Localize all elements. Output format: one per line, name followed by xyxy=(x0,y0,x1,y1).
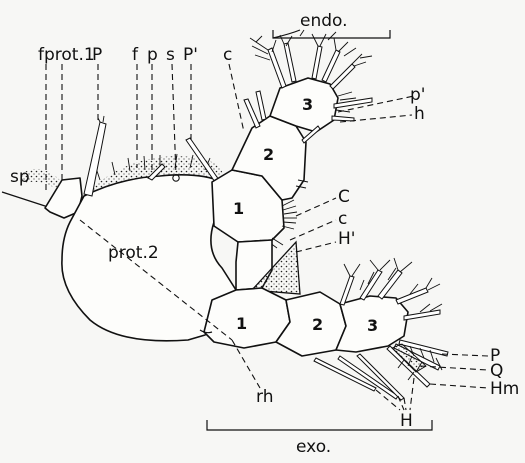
label-endo: endo. xyxy=(300,11,348,31)
label-H: H xyxy=(400,411,413,431)
label-fprot1: fprot.1 xyxy=(38,45,95,65)
label-p: p xyxy=(147,45,158,65)
label-c-mid: c xyxy=(338,209,347,229)
label-s: s xyxy=(166,45,175,65)
label-prot2: prot.2 xyxy=(108,243,159,263)
label-rh: rh xyxy=(256,387,273,407)
label-Q: Q xyxy=(490,361,503,381)
label-sp: sp xyxy=(10,167,30,187)
label-Hm: Hm xyxy=(490,379,519,399)
label-c-top: c xyxy=(223,45,232,65)
exo-seg-1-number: 1 xyxy=(236,314,247,333)
label-P-prime: P' xyxy=(183,45,198,65)
exo-seg-3-number: 3 xyxy=(367,316,378,335)
label-f: f xyxy=(132,45,139,65)
label-p-prime: p' xyxy=(410,85,425,105)
exo-bracket xyxy=(207,420,432,430)
label-H-prime: H' xyxy=(338,229,355,249)
endo-seg-3-number: 3 xyxy=(302,95,313,114)
label-exo: exo. xyxy=(296,437,331,457)
endo-seg-2-number: 2 xyxy=(263,145,274,164)
exo-seg-2-number: 2 xyxy=(312,315,323,334)
endo-seg-1-number: 1 xyxy=(233,199,244,218)
label-h: h xyxy=(414,104,425,124)
label-P-top: P xyxy=(92,45,102,65)
label-C: C xyxy=(338,187,350,207)
